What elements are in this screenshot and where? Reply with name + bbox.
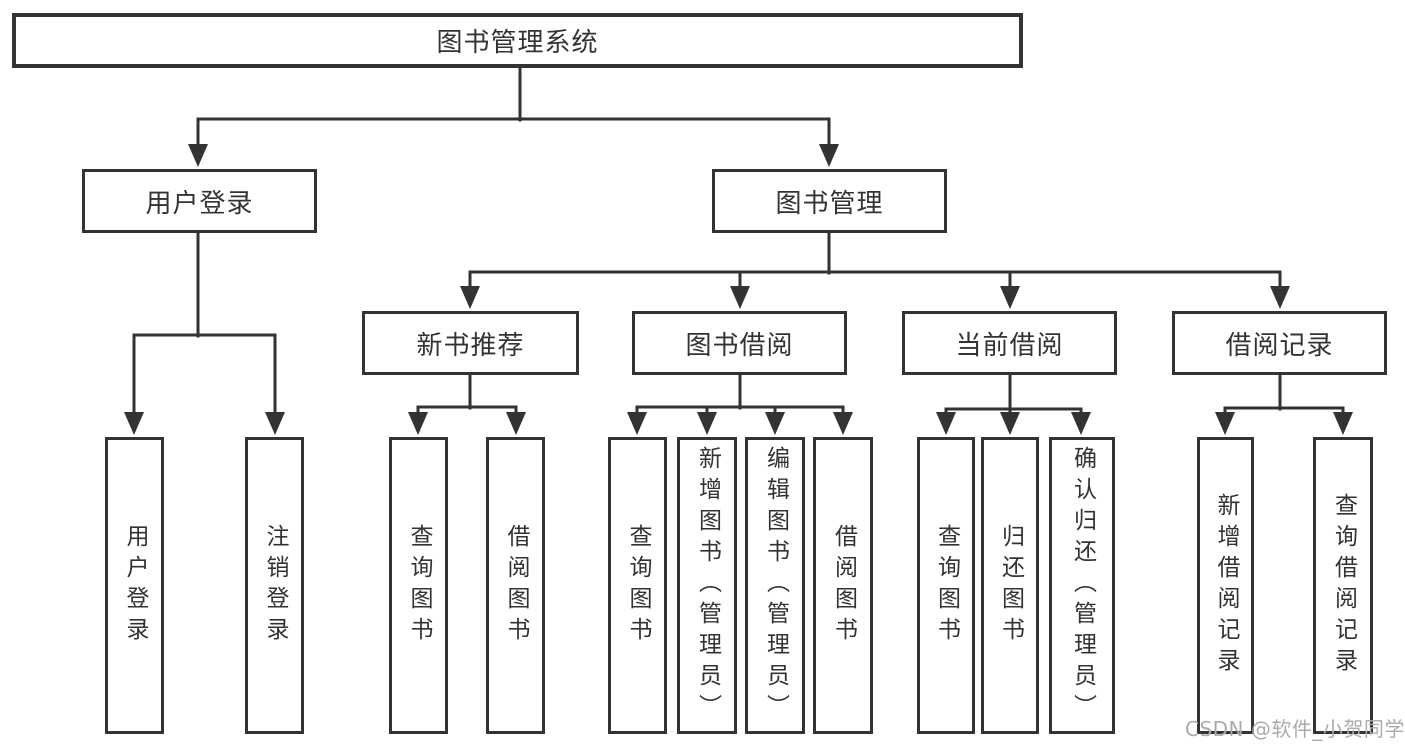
arrowhead-icon [506, 412, 526, 435]
node-label: 新增借阅记录 [1213, 492, 1239, 679]
csdn-watermark: CSDN @软件_小贺同学 [1185, 717, 1405, 741]
leaf-borrow-books-recommend: 借阅图书 [486, 437, 545, 734]
node-new-book-recommendation: 新书推荐 [362, 311, 579, 375]
leaf-user-login: 用户登录 [105, 437, 164, 734]
node-label: 借阅图书 [503, 523, 529, 648]
node-label: 用户登录 [122, 523, 148, 648]
arrowhead-icon [188, 144, 208, 167]
node-label: 编辑图书（管理员） [762, 446, 789, 725]
arrowhead-icon [833, 412, 853, 435]
node-label: 用户登录 [145, 188, 254, 219]
arrowhead-icon [819, 144, 839, 167]
node-label: 查询图书 [625, 523, 651, 648]
node-label: 当前借阅 [955, 330, 1064, 361]
node-label: 借阅记录 [1225, 330, 1334, 361]
leaf-confirm-return-admin: 确认归还（管理员） [1049, 437, 1115, 734]
leaf-return-book: 归还图书 [981, 437, 1039, 734]
node-label: 查询图书 [406, 523, 432, 648]
leaf-add-book-admin: 新增图书（管理员） [677, 437, 737, 734]
node-label: 借阅图书 [830, 523, 857, 648]
arrowhead-icon [124, 412, 144, 435]
arrowhead-icon [408, 412, 428, 435]
node-label: 图书管理 [775, 188, 884, 219]
leaf-borrow-books: 借阅图书 [813, 437, 873, 734]
arrowhead-icon [936, 412, 956, 435]
node-current-borrowing: 当前借阅 [902, 311, 1117, 375]
arrowhead-icon [1000, 286, 1020, 309]
node-label: 注销登录 [262, 523, 288, 648]
node-label: 查询借阅记录 [1330, 492, 1357, 679]
arrowhead-icon [765, 412, 785, 435]
leaf-add-borrow-record: 新增借阅记录 [1197, 437, 1254, 734]
leaf-query-books-recommend: 查询图书 [389, 437, 448, 734]
arrowhead-icon [1071, 412, 1091, 435]
leaf-query-books-borrowing: 查询图书 [608, 437, 667, 734]
arrowhead-icon [265, 412, 285, 435]
node-book-borrowing: 图书借阅 [632, 311, 847, 375]
node-library-management-system: 图书管理系统 [12, 13, 1023, 68]
leaf-edit-book-admin: 编辑图书（管理员） [745, 437, 805, 734]
node-label: 新书推荐 [416, 330, 525, 361]
arrowhead-icon [460, 286, 480, 309]
arrowhead-icon [1215, 412, 1235, 435]
node-label: 图书借阅 [685, 330, 794, 361]
node-borrowing-records: 借阅记录 [1172, 311, 1387, 375]
arrowhead-icon [1000, 412, 1020, 435]
node-book-management: 图书管理 [712, 169, 947, 233]
arrowhead-icon [730, 286, 750, 309]
node-label: 图书管理系统 [436, 28, 599, 58]
arrowhead-icon [697, 412, 717, 435]
arrowhead-icon [1270, 286, 1290, 309]
node-label: 查询图书 [933, 523, 960, 648]
node-user-login-group: 用户登录 [82, 169, 317, 233]
leaf-query-borrow-record: 查询借阅记录 [1313, 437, 1373, 734]
arrowhead-icon [1333, 412, 1353, 435]
leaf-logout: 注销登录 [245, 437, 304, 734]
node-label: 新增图书（管理员） [694, 446, 721, 725]
arrowhead-icon [627, 412, 647, 435]
node-label: 归还图书 [997, 523, 1024, 648]
node-label: 确认归还（管理员） [1069, 446, 1096, 725]
leaf-query-books-current: 查询图书 [917, 437, 975, 734]
